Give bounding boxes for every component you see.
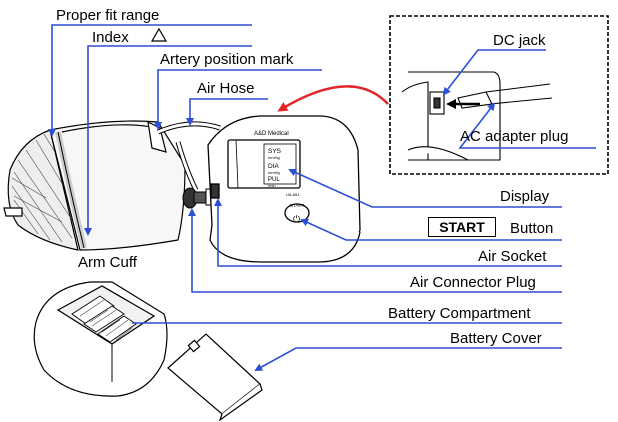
index-triangle-icon: [150, 27, 168, 42]
leader-battery-cover: [254, 347, 562, 371]
leader-ac-adapter: [458, 102, 596, 149]
leader-artery: [154, 69, 322, 130]
ac-adapter-plug-label: AC adapter plug: [460, 128, 569, 145]
leader-proper-fit: [48, 24, 252, 137]
arm-cuff-drawing: [3, 120, 186, 251]
red-highlight-arrow: [277, 85, 389, 112]
index-label: Index: [92, 29, 129, 46]
monitor-unit-text: A&D Medical SYS mmHg DIA mmHg PUL /min U…: [254, 131, 305, 224]
battery-cover-label: Battery Cover: [450, 330, 542, 347]
leader-lines: [48, 24, 596, 371]
air-connector-plug-label: Air Connector Plug: [410, 274, 536, 291]
battery-compartment-label: Battery Compartment: [388, 305, 531, 322]
model-label: UA-651: [286, 192, 300, 197]
artery-position-mark-label: Artery position mark: [160, 51, 294, 68]
screen-dia-unit: mmHg: [268, 170, 280, 175]
leader-air-hose: [186, 98, 268, 126]
dc-jack-label: DC jack: [493, 32, 546, 49]
leader-display: [288, 168, 562, 208]
air-connector-plug-drawing: [182, 187, 213, 209]
start-button-text: START: [290, 203, 305, 208]
brand-label: A&D Medical: [254, 131, 289, 137]
screen-sys-unit: mmHg: [268, 155, 280, 160]
leader-air-socket: [214, 198, 562, 267]
monitor-unit-drawing: [207, 115, 361, 263]
start-key-label: START: [428, 217, 496, 237]
leader-dc-jack: [442, 49, 546, 96]
screen-pul-unit: /min: [268, 183, 276, 188]
screen-sys-label: SYS: [268, 148, 282, 155]
air-hose-label: Air Hose: [197, 80, 255, 97]
proper-fit-range-label: Proper fit range: [56, 7, 160, 24]
screen-dia-label: DIA: [268, 163, 280, 170]
button-label: Button: [510, 220, 554, 237]
leader-button: [300, 218, 562, 241]
leader-index: [84, 45, 252, 236]
battery-cover-drawing: [167, 333, 263, 422]
screen-pul-label: PUL: [268, 177, 280, 183]
leader-air-connector: [188, 208, 562, 293]
power-icon: ⏻: [293, 214, 300, 224]
display-label: Display: [500, 188, 550, 205]
air-socket-label: Air Socket: [478, 248, 547, 265]
battery-compartment-drawing: [33, 281, 168, 397]
arm-cuff-label: Arm Cuff: [78, 254, 137, 271]
